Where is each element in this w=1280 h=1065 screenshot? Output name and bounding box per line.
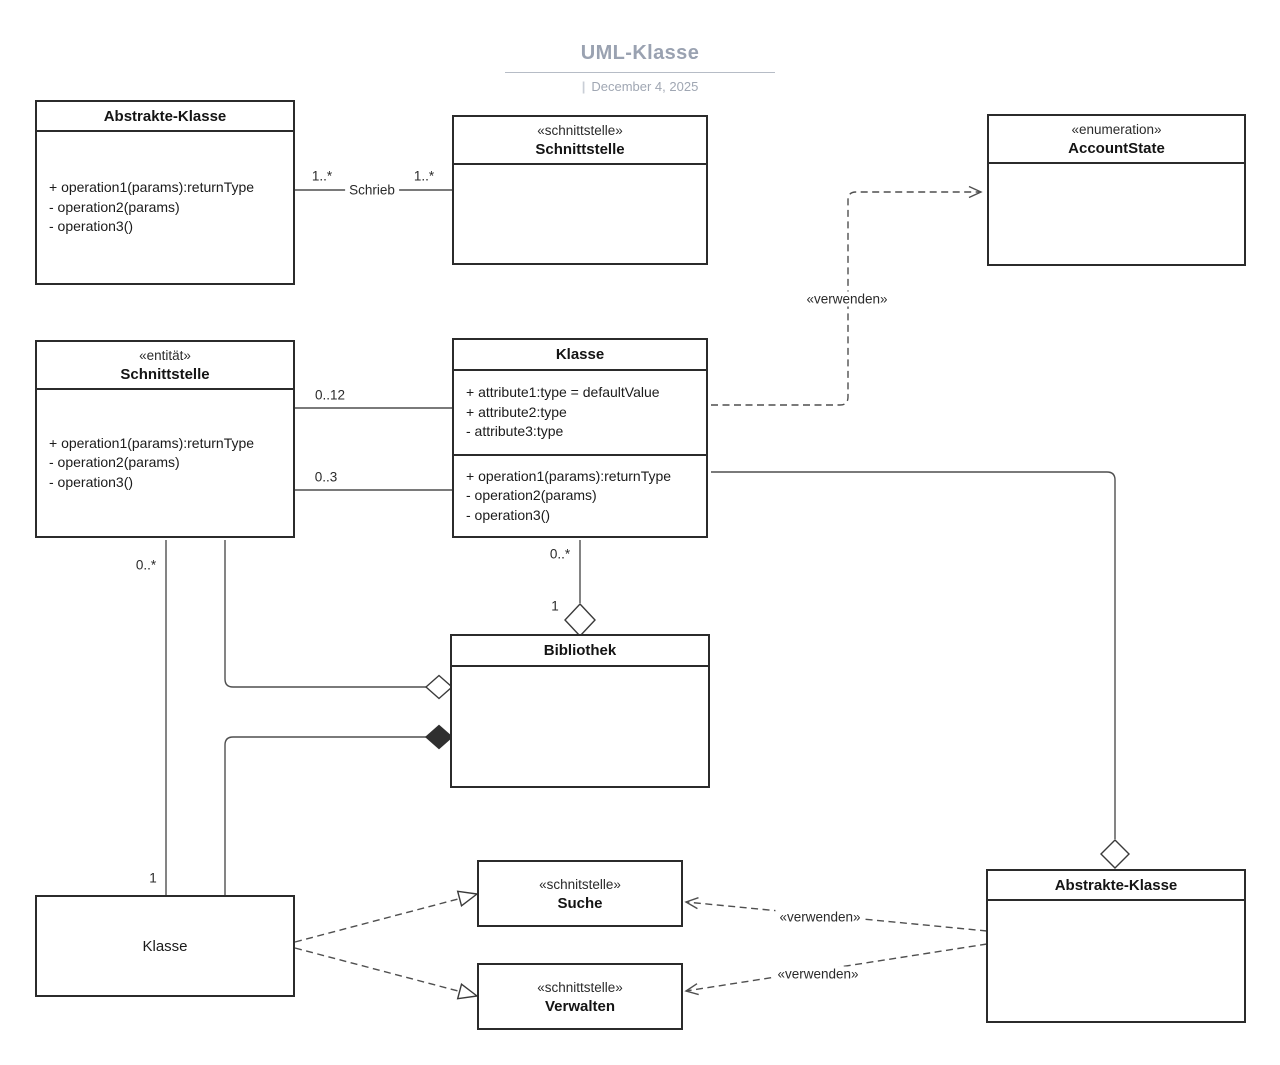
empty-compartment (452, 667, 708, 786)
document-date: | December 4, 2025 (0, 79, 1280, 94)
class-stereotype: «entität» (139, 348, 191, 363)
multiplicity-label: 1 (149, 870, 157, 886)
multiplicity-label: 0..* (135, 557, 157, 573)
class-box-accountstate[interactable]: «enumeration» AccountState (987, 114, 1246, 266)
operation: - operation3() (49, 218, 134, 235)
class-box-verwalten[interactable]: «schnittstelle» Verwalten (477, 963, 683, 1030)
class-box-suche[interactable]: «schnitstelle» Suche (477, 860, 683, 927)
class-name: Klasse (555, 346, 605, 363)
page-title: UML-Klasse (580, 42, 700, 64)
class-name: Bibliothek (543, 642, 617, 659)
class-box-klasse-bottom[interactable]: Klasse (35, 895, 295, 997)
class-name: Klasse (142, 937, 188, 955)
class-header: «entität» Schnittstelle (37, 342, 293, 390)
class-header: «schnittstelle» Verwalten (479, 965, 681, 1028)
multiplicity-label: 1..* (413, 168, 435, 184)
edge-composition-klasse-bibliothek[interactable] (224, 736, 426, 895)
stereotype-label-verwenden: «verwenden» (775, 909, 865, 925)
class-name: Schnittstelle (120, 366, 210, 383)
composition-diamond-icon (424, 724, 454, 750)
class-stereotype: «schnittstelle» (537, 123, 623, 138)
class-header: Klasse (454, 340, 706, 371)
class-box-klasse-middle[interactable]: Klasse + attribute1:type = defaultValue … (452, 338, 708, 538)
class-header: «schnittstelle» Schnittstelle (454, 117, 706, 165)
multiplicity-label: 0..3 (314, 469, 338, 485)
class-header: Bibliothek (452, 636, 708, 667)
empty-compartment (989, 164, 1244, 264)
class-name: Abstrakte-Klasse (1054, 876, 1178, 894)
aggregation-diamond-icon (424, 674, 454, 700)
operation: - operation2(params) (49, 454, 180, 471)
class-name: Schnittstelle (535, 141, 625, 158)
attribute: - attribute3:type (466, 423, 564, 440)
class-stereotype: «schnittstelle» (537, 979, 623, 995)
class-box-entitaet-schnittstelle[interactable]: «entität» Schnittstelle + operation1(par… (35, 340, 295, 538)
attributes-compartment: + attribute1:type = defaultValue + attri… (454, 371, 706, 454)
operation: + operation1(params):returnType (49, 434, 255, 451)
operations-compartment: + operation1(params):returnType - operat… (37, 132, 293, 283)
association-name-schrieb: Schrieb (345, 182, 399, 198)
empty-compartment (988, 901, 1244, 1021)
multiplicity-label: 1..* (311, 168, 333, 184)
date-separator: | (581, 79, 586, 94)
operation: - operation3() (466, 506, 551, 523)
multiplicity-label: 0..* (549, 546, 571, 562)
multiplicity-label: 1 (551, 598, 559, 614)
class-name: AccountState (1068, 140, 1165, 157)
empty-compartment (454, 165, 706, 263)
operations-compartment: + operation1(params):returnType - operat… (37, 390, 293, 536)
class-stereotype: «enumeration» (1071, 122, 1162, 137)
title-underline (505, 72, 775, 73)
class-box-bibliothek[interactable]: Bibliothek (450, 634, 710, 788)
edge-realization-klasse-verwalten[interactable] (294, 947, 479, 1000)
edge-realization-klasse-suche[interactable] (294, 890, 479, 943)
class-header: Abstrakte-Klasse (37, 102, 293, 132)
aggregation-diamond-icon (564, 602, 596, 638)
date-text: December 4, 2025 (591, 79, 699, 94)
stereotype-label-verwenden: «verwenden» (773, 966, 863, 982)
attribute: + attribute2:type (466, 403, 567, 420)
class-box-schnittstelle-top[interactable]: «schnittstelle» Schnittstelle (452, 115, 708, 265)
edge-aggregation-entity-bibliothek[interactable] (224, 540, 426, 688)
operation: - operation2(params) (49, 198, 180, 215)
class-header: «schnitstelle» Suche (479, 862, 681, 925)
operation: - operation2(params) (466, 487, 597, 504)
attribute: + attribute1:type = defaultValue (466, 384, 660, 401)
stereotype-label-verwenden: «verwenden» (802, 291, 892, 307)
operation: + operation1(params):returnType (49, 179, 255, 196)
document-header: UML-Klasse | December 4, 2025 (0, 42, 1280, 94)
class-name: Verwalten (544, 997, 616, 1015)
edge-dependency-verwenden-accountstate[interactable] (711, 185, 983, 406)
class-name: Abstrakte-Klasse (103, 107, 227, 125)
class-box-abstrakte-klasse-bottom[interactable]: Abstrakte-Klasse (986, 869, 1246, 1023)
class-name: Suche (557, 894, 603, 912)
multiplicity-label: 0..12 (314, 387, 346, 403)
operation: + operation1(params):returnType (466, 467, 672, 484)
class-stereotype: «schnitstelle» (539, 876, 621, 892)
class-box-abstrakte-klasse-top[interactable]: Abstrakte-Klasse + operation1(params):re… (35, 100, 295, 285)
aggregation-diamond-icon (1100, 839, 1130, 869)
operation: - operation3() (49, 473, 134, 490)
class-header: Abstrakte-Klasse (988, 871, 1244, 901)
class-header: «enumeration» AccountState (989, 116, 1244, 164)
operations-compartment: + operation1(params):returnType - operat… (454, 454, 706, 536)
edge-aggregation-klasse-abstrakte[interactable] (711, 471, 1116, 839)
